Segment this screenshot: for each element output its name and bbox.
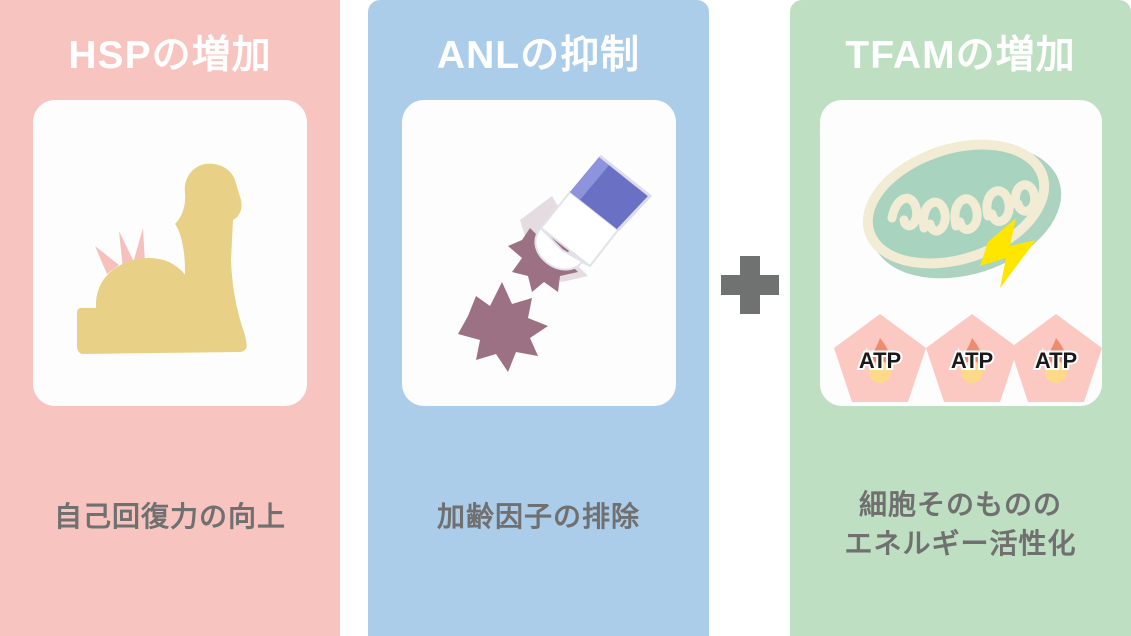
panel-anl: ANLの抑制: [368, 0, 709, 636]
panel-anl-illustration-card: [401, 100, 676, 406]
mitochondria-energy-icon: ATP ATP ATP: [833, 139, 1102, 402]
panel-hsp-illustration-card: [33, 100, 307, 406]
panel-tfam-caption-line-1: 細胞そのものの: [858, 489, 1062, 520]
panel-anl-caption: 加齢因子の排除: [368, 498, 709, 537]
panel-anl-title: ANLの抑制: [436, 34, 641, 77]
panel-tfam-caption: 細胞そのものの エネルギー活性化: [790, 486, 1131, 563]
plus-sign-icon: [721, 256, 779, 314]
flexed-bicep-icon: [77, 163, 247, 354]
atp-badge-group: ATP ATP ATP: [833, 314, 1102, 402]
svg-text:ATP: ATP: [858, 348, 900, 373]
panel-hsp-caption-line-1: 自己回復力の向上: [53, 501, 286, 532]
panel-hsp: HSPの増加 自己回復力の向上: [0, 0, 340, 636]
atp-badge: ATP: [833, 314, 926, 402]
panel-anl-caption-line-1: 加齢因子の排除: [436, 501, 640, 532]
panel-tfam-illustration-card: ATP ATP ATP: [819, 100, 1102, 406]
atp-badge: ATP: [925, 314, 1018, 402]
svg-text:ATP: ATP: [950, 348, 992, 373]
panel-hsp-title: HSPの増加: [68, 34, 272, 77]
panel-tfam-caption-line-2: エネルギー活性化: [844, 527, 1077, 559]
atp-badge: ATP: [1009, 314, 1102, 402]
eraser-removing-aging-factors-icon: [457, 154, 652, 372]
panel-tfam: TFAMの増加: [790, 0, 1131, 636]
panel-tfam-title: TFAMの増加: [845, 34, 1076, 77]
svg-text:ATP: ATP: [1034, 348, 1076, 373]
panel-hsp-caption: 自己回復力の向上: [0, 498, 340, 537]
